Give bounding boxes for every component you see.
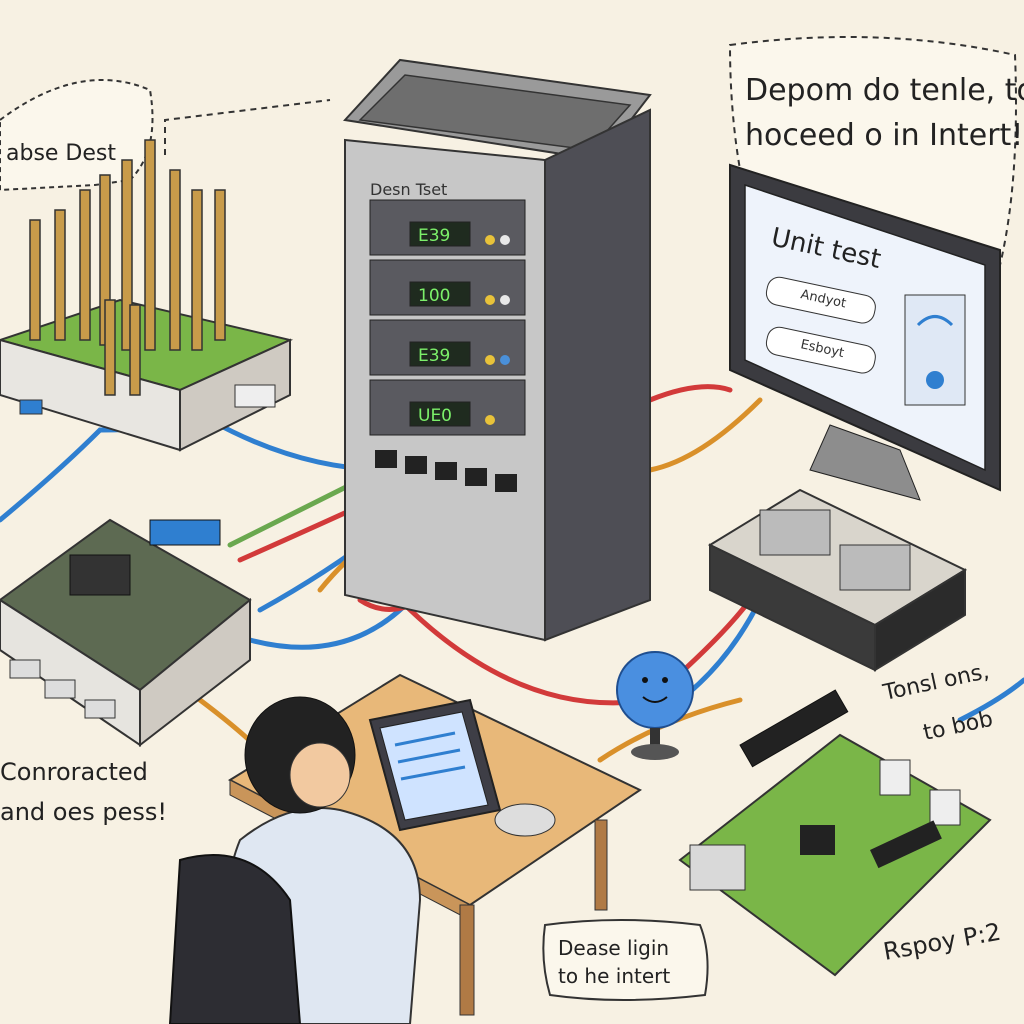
port-icon xyxy=(19,399,43,415)
server-bay-4: UE0 xyxy=(369,379,526,436)
server-tower: Desn Tset E39 100 E39 UE0 xyxy=(343,58,652,642)
annotation-right-line2: to bob xyxy=(921,707,995,746)
server-display-1: E39 xyxy=(418,226,450,246)
network-switch xyxy=(707,488,968,672)
annotation-top-left: abse Dest xyxy=(6,141,116,166)
speech-bubble-bottom-center: Dease ligin to he intert xyxy=(542,919,709,1001)
server-bay-2: 100 xyxy=(369,259,526,316)
mouse-icon xyxy=(494,803,556,837)
chair xyxy=(168,854,302,1024)
annotation-right-line1: Tonsl ons, xyxy=(880,659,991,706)
speech-bubble-top-left: abse Dest xyxy=(0,79,331,192)
annotation-bottom-center-line2: to he intert xyxy=(558,964,670,988)
pencil-pins xyxy=(29,139,226,396)
server-display-3: E39 xyxy=(418,346,450,366)
annotation-bottom-left-line1: Conroracted xyxy=(0,758,148,786)
globe-mascot xyxy=(616,651,694,760)
usb-plug-icon xyxy=(234,384,276,408)
board-label: Rspoy P:2 xyxy=(881,918,1003,966)
wifi-icon xyxy=(916,315,954,327)
laptop xyxy=(368,698,502,832)
annotation-bottom-left-line2: and oes pess! xyxy=(0,798,167,826)
monitor-field-2: Esboyt xyxy=(765,326,876,374)
annotation-top-right-line1: Depom do tenle, to xyxy=(745,73,1024,108)
server-display-4: UE0 xyxy=(418,406,452,426)
server-display-2: 100 xyxy=(418,286,450,306)
monitor-field-1: Andyot xyxy=(765,276,876,324)
monitor: Unit test Andyot Esboyt xyxy=(729,163,1001,501)
annotation-bottom-left: Conroracted and oes pess! xyxy=(0,758,167,826)
annotation-bottom-center-line1: Dease ligin xyxy=(558,936,669,960)
raspberry-pi-board xyxy=(678,689,992,977)
bug-icon xyxy=(926,371,944,389)
annotation-right: Tonsl ons, to bob xyxy=(880,659,995,746)
server-ports xyxy=(375,450,517,492)
server-title: Desn Tset xyxy=(370,180,447,199)
desk-scene xyxy=(168,673,643,1024)
annotation-top-right-line2: hoceed o in Intert! xyxy=(745,118,1023,153)
pencil-board-device xyxy=(0,139,294,452)
dev-board xyxy=(0,518,252,748)
server-bay-1: E39 xyxy=(369,199,526,256)
server-bay-3: E39 xyxy=(369,319,526,376)
